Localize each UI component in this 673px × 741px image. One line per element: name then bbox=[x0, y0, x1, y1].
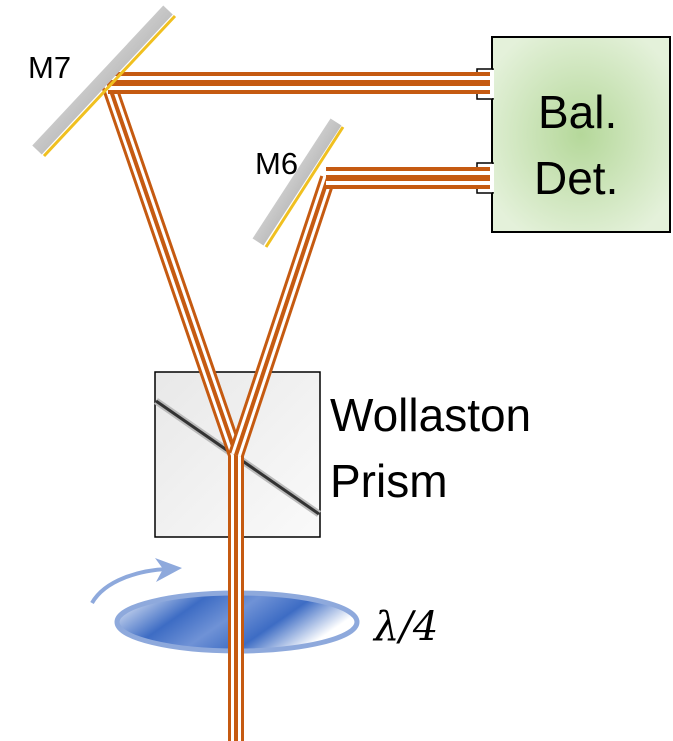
waveplate-label: λ/4 bbox=[372, 604, 438, 650]
prism-label-line2: Prism bbox=[330, 455, 448, 507]
beam-to-m6 bbox=[228, 175, 336, 458]
mirror-m7 bbox=[32, 5, 177, 158]
mirror-m7-label: M7 bbox=[28, 50, 71, 85]
rotation-arrow-icon bbox=[90, 558, 182, 605]
detector-label-line1: Bal. bbox=[538, 86, 617, 138]
detector-label-line2: Det. bbox=[534, 152, 618, 204]
mirror-m6 bbox=[252, 118, 345, 248]
prism-label-line1: Wollaston bbox=[330, 389, 531, 441]
laser-beams bbox=[100, 72, 490, 741]
balanced-detector: Bal. Det. bbox=[476, 36, 671, 233]
mirror-m6-label: M6 bbox=[255, 146, 298, 181]
